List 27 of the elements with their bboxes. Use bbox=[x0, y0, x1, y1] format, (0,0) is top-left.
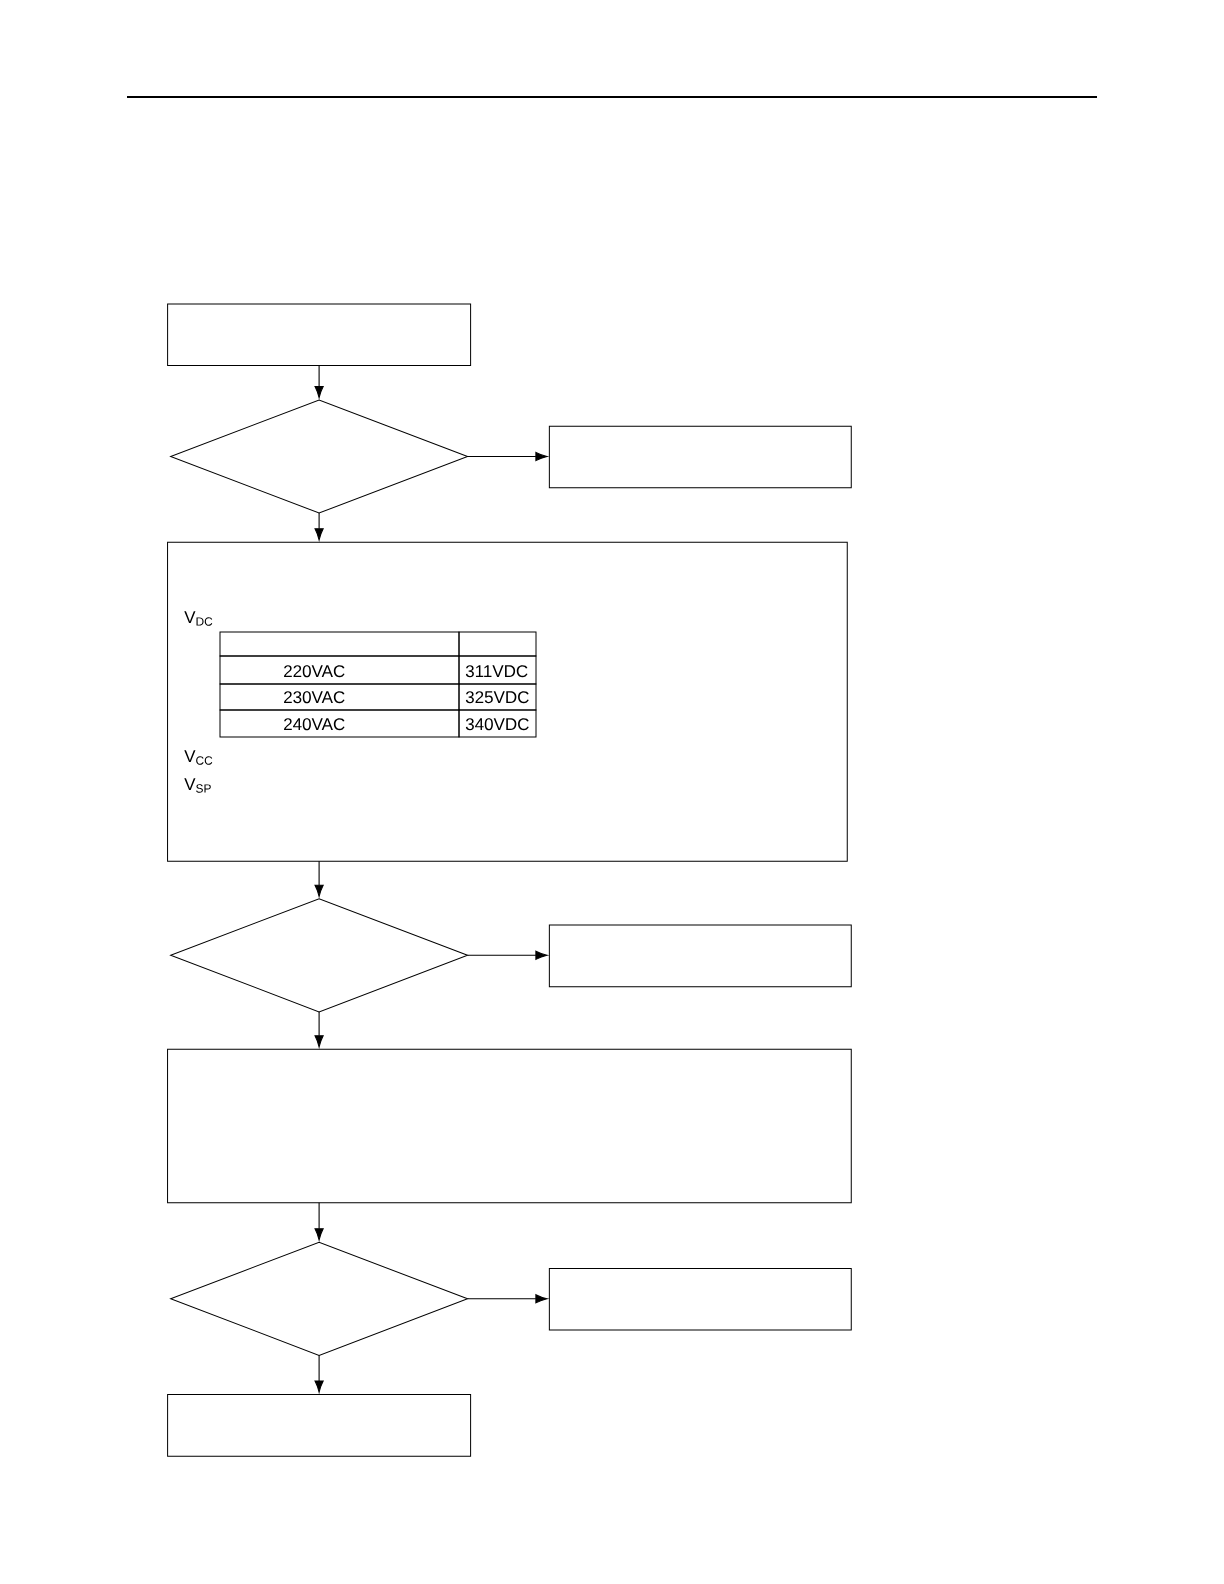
process-box bbox=[548, 425, 852, 489]
arrow bbox=[314, 1011, 324, 1048]
arrow bbox=[314, 512, 324, 541]
arrow bbox=[467, 950, 548, 960]
process-box bbox=[167, 303, 472, 367]
table-cell: 220VAC bbox=[219, 655, 460, 685]
arrow bbox=[467, 451, 548, 462]
decision-diamond bbox=[170, 898, 469, 1013]
table-cell: 230VAC bbox=[219, 683, 460, 711]
process-box bbox=[167, 1048, 852, 1204]
arrow bbox=[467, 1294, 548, 1304]
table-cell: 240VAC bbox=[219, 709, 460, 738]
process-box bbox=[167, 1394, 472, 1457]
table-cell: 340VDC bbox=[458, 709, 537, 738]
arrow bbox=[314, 365, 324, 399]
decision-diamond bbox=[170, 399, 469, 514]
arrow bbox=[314, 860, 324, 897]
table-cell: 325VDC bbox=[458, 683, 537, 711]
process-box bbox=[548, 924, 852, 988]
table-cell: 311VDC bbox=[458, 655, 537, 685]
arrow bbox=[314, 1202, 324, 1241]
process-box bbox=[548, 1267, 852, 1331]
voltage-label: V$_{DC}$ bbox=[184, 611, 213, 626]
voltage-label: V$_{CC}$ bbox=[184, 750, 213, 765]
arrow bbox=[314, 1354, 324, 1393]
voltage-label: V$_{SP}$ bbox=[184, 778, 211, 793]
decision-diamond bbox=[170, 1241, 469, 1356]
